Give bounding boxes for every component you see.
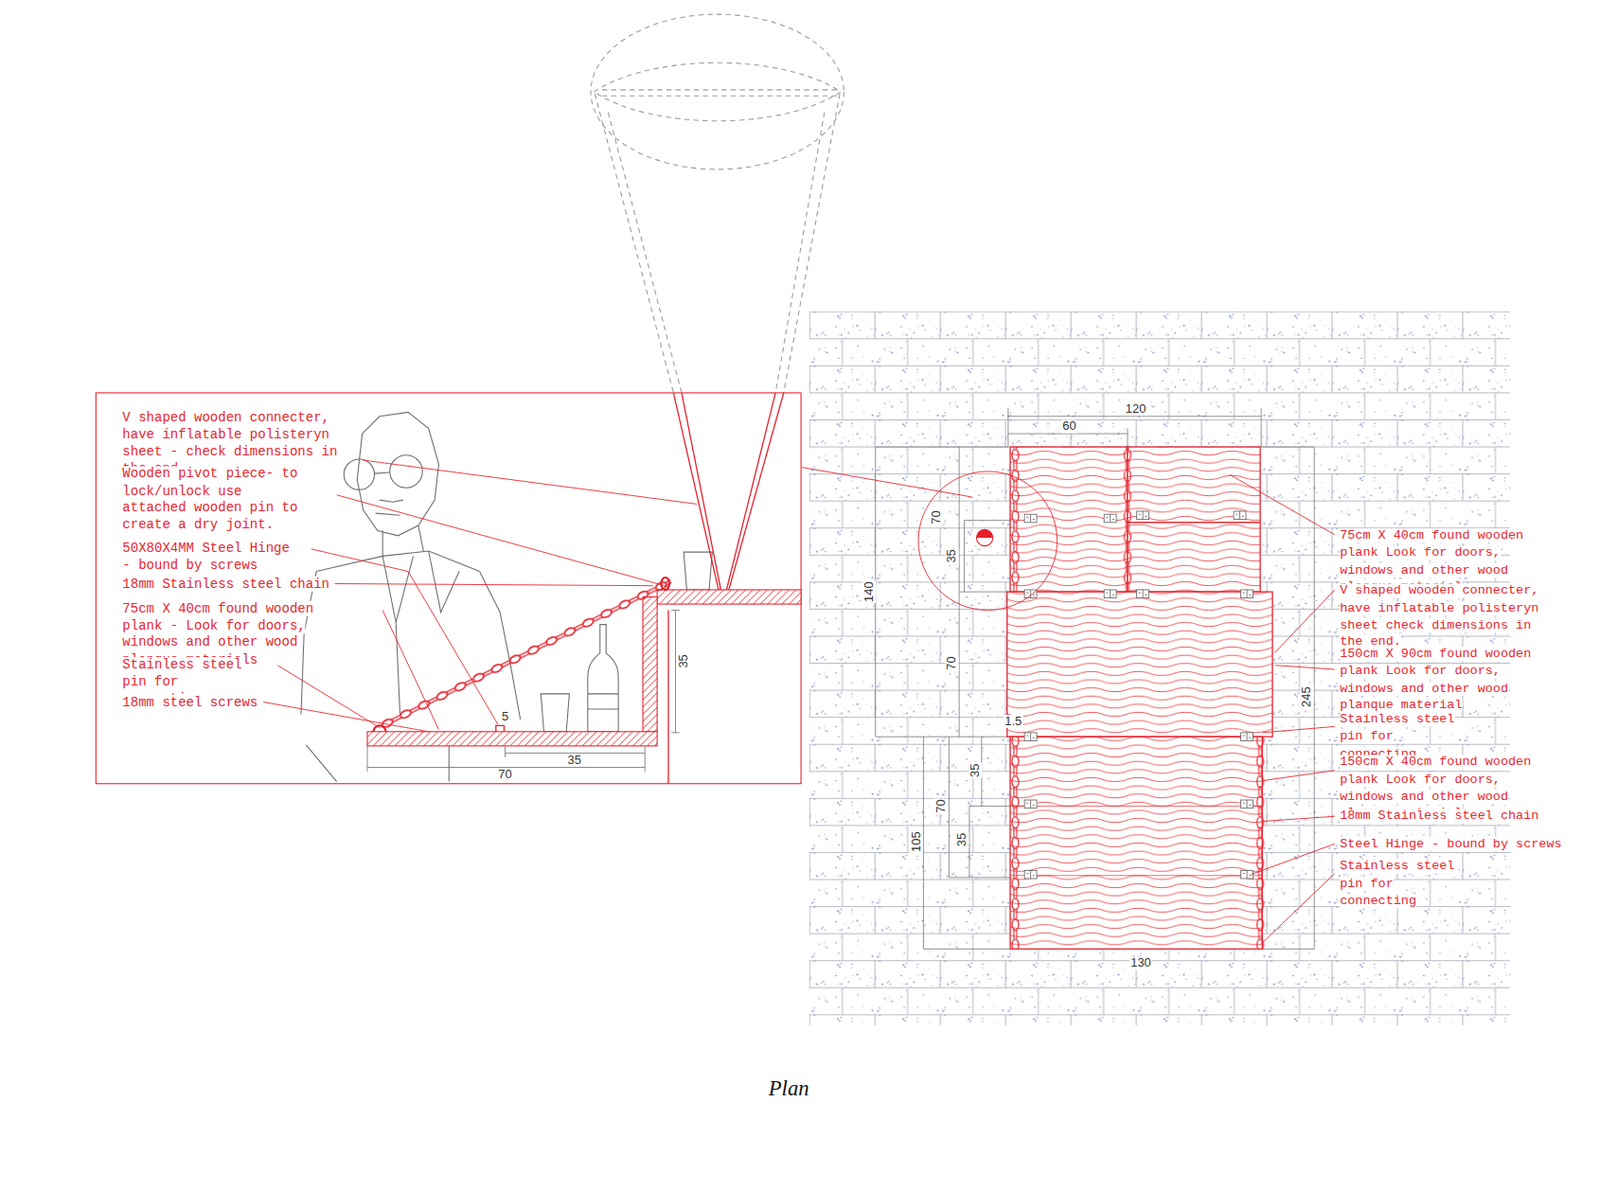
dimension-text: 245 [1300,685,1315,709]
dimension-label: 35 [567,753,584,767]
callout-text: 18mm steel screws [122,694,258,711]
dimension-text: 35 [676,653,691,670]
callout-text: 150cm X 90cm found wooden plank Look for… [1339,646,1531,712]
dimension-text: 140 [862,580,876,604]
dimension-label: 120 [1124,402,1148,416]
dimension-label: 35 [945,548,960,565]
dimension-label: 35 [968,762,982,779]
dimension-label: 70 [929,509,943,526]
dimension-label: 35 [676,653,691,670]
callout-note: Wooden pivot piece- to lock/unlock use a… [122,464,299,534]
dimension-text: 35 [567,753,584,767]
leader-lines [263,460,1335,944]
inflatable-cone [590,14,844,393]
dimension-label: 70 [497,767,514,782]
callout-text: V shaped wooden connecter, have inflatab… [1339,584,1539,650]
section-frame [95,392,801,784]
dimension-label: 35 [955,832,969,849]
person-sketch [301,411,521,782]
callout-text: 18mm Stainless steel chain [1339,809,1539,824]
v-connector [673,392,783,599]
callout-note: V shaped wooden connecter, have inflatab… [1339,582,1545,651]
dimension-lines [875,408,1315,949]
dimension-text: 120 [1124,402,1148,416]
dimension-label: 140 [862,580,876,604]
callout-note: 18mm steel screws [122,693,258,712]
glasses-bottle [540,551,712,732]
dimension-label: 130 [1129,956,1153,970]
dimension-text: 70 [497,767,514,782]
callout-text: 18mm Stainless steel chain [122,576,330,592]
callout-text: Steel Hinge - bound by screws [1339,836,1562,852]
dimension-text: 105 [909,830,924,854]
callout-text: Wooden pivot piece- to lock/unlock use a… [122,466,298,534]
callout-note: 50X80X4MM Steel Hinge - bound by screws [122,539,295,574]
dimension-text: 70 [929,509,943,526]
callout-note: 18mm Stainless steel chain [122,575,330,593]
dimension-label: 5 [500,711,510,725]
callout-text: Stainless steel pin for connecting [1339,711,1455,761]
dimension-text: 35 [955,832,969,849]
dimension-lines [367,610,680,772]
hinge-symbol [1024,511,1253,879]
figure-caption: Plan [768,1076,810,1103]
detail-circle [801,467,1057,611]
callout-note: Stainless steel pin for connecting [1339,857,1468,909]
callout-note: 18mm Stainless steel chain [1339,808,1539,826]
callout-text: Stainless steel pin for connecting [1339,859,1455,908]
caption-text: Plan [768,1076,810,1102]
dimension-label: 105 [909,830,924,854]
dimension-label: 70 [934,798,948,815]
dimension-label: 60 [1061,420,1078,434]
dimension-text: 70 [934,798,948,815]
chain [1010,446,1265,949]
dimension-text: 35 [945,548,960,565]
callout-text: 50X80X4MM Steel Hinge - bound by screws [122,540,290,573]
dimension-label: 245 [1300,685,1315,709]
dimension-label: 1.5 [1003,714,1023,729]
callout-note: Steel Hinge - bound by screws [1339,835,1562,854]
dimension-text: 60 [1061,420,1078,434]
wood-planks [1007,446,1273,949]
dimension-text: 5 [500,711,510,725]
dimension-text: 70 [945,655,960,672]
dimension-text: 1.5 [1003,714,1023,729]
shelf-section [367,576,801,784]
dimension-text: 130 [1129,956,1153,970]
dimension-text: 35 [968,762,982,779]
callout-note: 150cm X 90cm found wooden plank Look for… [1339,645,1545,714]
dimension-label: 70 [945,655,960,672]
